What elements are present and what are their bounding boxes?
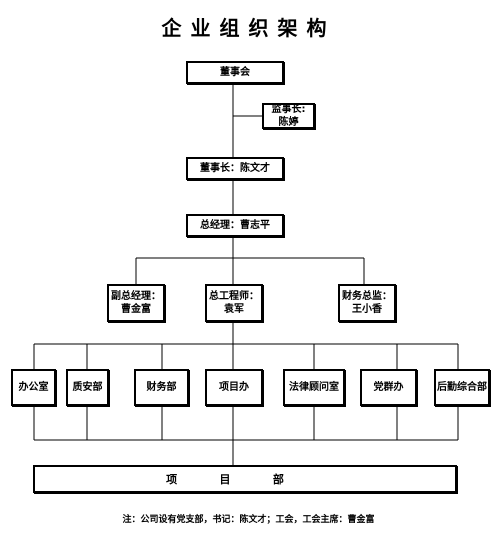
supervisor-node: 监事长: 陈婷 xyxy=(262,103,315,129)
department-label: 办公室 xyxy=(18,382,49,393)
executive-name: 袁军 xyxy=(224,304,244,315)
executive-name: 王小香 xyxy=(352,304,382,315)
project-dept-char: 目 xyxy=(219,472,231,486)
supervisor-title: 监事长: xyxy=(271,104,306,115)
chairman-node: 董事长：陈文才 xyxy=(186,157,284,180)
department-finance: 财务部 xyxy=(134,369,189,406)
department-label: 后勤综合部 xyxy=(437,382,487,393)
department-party-mass: 党群办 xyxy=(360,369,417,406)
chart-title: 企业组织架构 xyxy=(161,16,336,40)
department-project-office: 项目办 xyxy=(205,369,263,406)
executive-title: 财务总监： xyxy=(342,291,392,302)
department-label: 财务部 xyxy=(146,382,177,393)
project-department-node: 项 目 部 xyxy=(33,465,457,493)
project-dept-char: 部 xyxy=(272,472,284,486)
executive-name: 曹金富 xyxy=(121,304,151,315)
executive-node-deputy-gm: 副总经理： 曹金富 xyxy=(107,284,165,322)
executive-node-cfo: 财务总监： 王小香 xyxy=(338,284,396,322)
department-legal: 法律顾问室 xyxy=(283,369,345,406)
department-label: 项目办 xyxy=(219,382,249,393)
board-node: 董事会 xyxy=(186,61,284,84)
department-label: 法律顾问室 xyxy=(289,382,339,393)
department-quality-safety: 质安部 xyxy=(66,369,109,406)
department-label: 党群办 xyxy=(373,382,404,393)
footnote: 注：公司设有党支部，书记：陈文才；工会，工会主席：曹金富 xyxy=(122,515,375,525)
department-logistics: 后勤综合部 xyxy=(434,369,490,406)
general-manager-node: 总经理：曹志平 xyxy=(186,214,284,237)
executive-title: 总工程师： xyxy=(209,291,259,302)
department-office: 办公室 xyxy=(11,369,56,406)
chairman-label: 董事长：陈文才 xyxy=(200,163,270,174)
executive-title: 副总经理： xyxy=(111,291,161,302)
supervisor-name: 陈婷 xyxy=(278,117,299,128)
general-manager-label: 总经理：曹志平 xyxy=(200,220,270,231)
board-label: 董事会 xyxy=(220,67,250,78)
project-dept-char: 项 xyxy=(166,472,178,486)
department-label: 质安部 xyxy=(72,382,103,393)
executive-node-chief-engineer: 总工程师： 袁军 xyxy=(205,284,263,322)
